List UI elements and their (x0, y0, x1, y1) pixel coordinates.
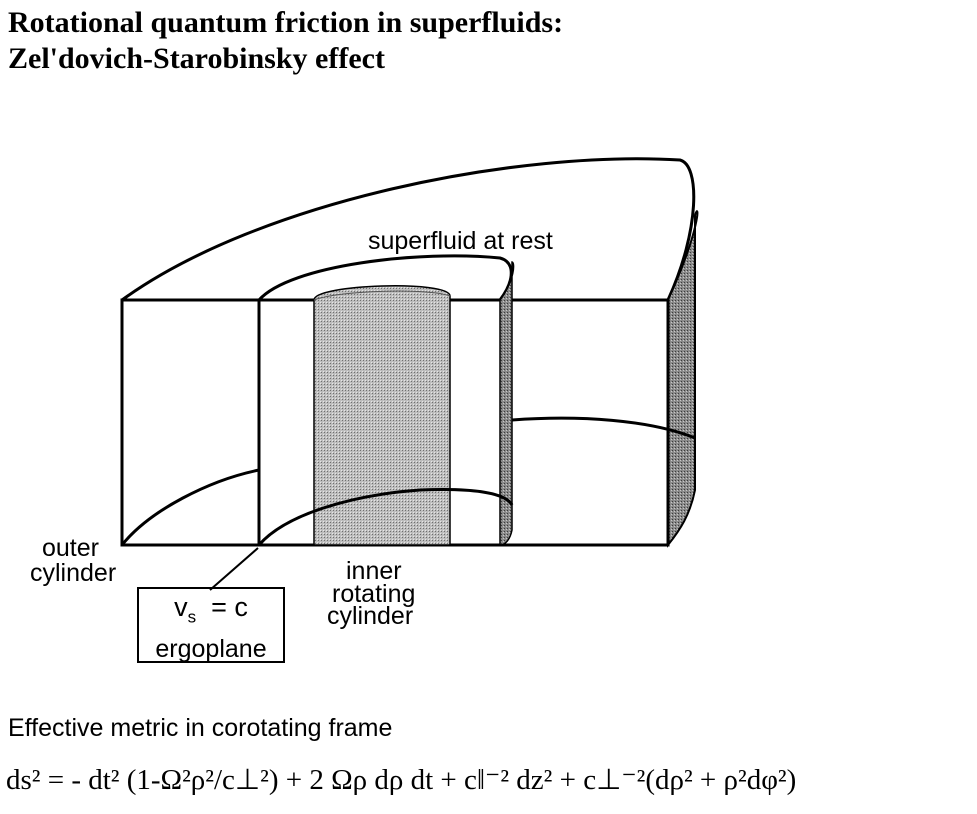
ergoplane-label: ergoplane (155, 635, 267, 664)
label-outer: outer (42, 534, 99, 562)
label-cylinder-inner: cylinder (327, 602, 413, 630)
outer-bottom-curve-left (120, 468, 260, 546)
inner-bottom-curve (257, 488, 514, 546)
metric-caption: Effective metric in corotating frame (8, 714, 393, 742)
metric-equation: ds² = - dt² (1-Ω²ρ²/c⊥²) + 2 Ωρ dρ dt + … (6, 764, 797, 796)
outer-cylinder-top-edge (121, 157, 696, 302)
title-line-1: Rotational quantum friction in superflui… (8, 6, 564, 39)
label-rotating: rotating (332, 580, 415, 608)
outer-cylinder-right-side (667, 210, 699, 548)
inner-wall-shade (499, 261, 515, 546)
label-inner: inner (346, 557, 402, 585)
outer-bottom-curve-right (511, 416, 696, 440)
ergoplane-pointer (209, 547, 259, 591)
label-superfluid-at-rest: superfluid at rest (368, 227, 553, 255)
vs-equals-c: vs = c (174, 592, 248, 627)
label-cylinder-outer: cylinder (30, 559, 116, 587)
ergoplane-box: vs = c ergoplane (137, 587, 285, 663)
title-line-2: Zel'dovich-Starobinsky effect (8, 42, 385, 75)
superfluid-inner-rim (257, 254, 513, 301)
